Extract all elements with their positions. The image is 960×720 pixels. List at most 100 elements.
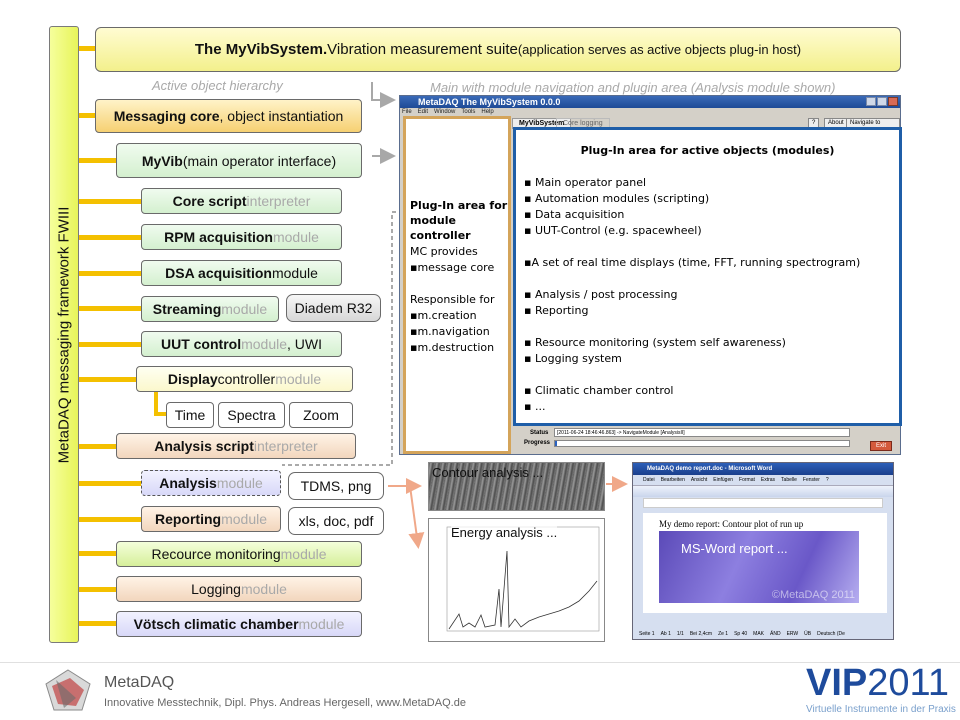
connector-rpm bbox=[79, 235, 141, 240]
mc-resp-0: ▪m.creation bbox=[410, 309, 477, 322]
module-voetsch: Vötsch climatic chamber module bbox=[116, 611, 362, 637]
plugin-item: ▪ Automation modules (scripting) bbox=[524, 192, 710, 205]
word-menu-item[interactable]: Extras bbox=[760, 477, 776, 483]
module-reporting-bold: Reporting bbox=[154, 511, 222, 527]
word-toolbar bbox=[633, 485, 893, 497]
framework-bar: MetaDAQ messaging framework FWIII bbox=[49, 26, 79, 643]
status-label: Status bbox=[530, 430, 549, 436]
module-rpm-bold: RPM acquisition bbox=[164, 229, 273, 245]
word-menu-item[interactable]: Datei bbox=[643, 477, 655, 483]
plugin-item: ▪A set of real time displays (time, FFT,… bbox=[524, 256, 861, 269]
plugin-item: ▪ Main operator panel bbox=[524, 176, 647, 189]
metadaq-logo-icon bbox=[45, 669, 91, 711]
module-reporting-grey: module bbox=[221, 511, 268, 527]
module-streaming-bold: Streaming bbox=[152, 301, 222, 317]
caption-hierarchy: Active object hierarchy bbox=[152, 78, 283, 93]
word-menu-item[interactable]: Format bbox=[739, 477, 755, 483]
word-ruler bbox=[643, 498, 883, 508]
module-messaging-core: Messaging core, object instantiation bbox=[95, 99, 362, 133]
module-myvib-bold: MyVib bbox=[141, 152, 183, 169]
vip-logo-bold: VIP bbox=[806, 662, 868, 704]
plugin-panel-title: Plug-In area for active objects (modules… bbox=[580, 144, 835, 157]
menu-item-file[interactable]: File bbox=[402, 109, 412, 115]
module-rpm-grey: module bbox=[272, 229, 319, 245]
module-analysis: Analysis module bbox=[141, 470, 281, 496]
side-box-diadem: Diadem R32 bbox=[286, 294, 381, 322]
mc-resp-2: ▪m.destruction bbox=[410, 341, 495, 354]
contour-image: Contour analysis ... bbox=[428, 462, 605, 511]
module-analysis-grey: module bbox=[216, 475, 263, 491]
display-zoom-box: Zoom bbox=[289, 402, 353, 428]
module-voetsch-bold: Vötsch climatic chamber bbox=[133, 616, 299, 632]
module-logging-rest: Logging bbox=[191, 581, 241, 597]
connector-myvib bbox=[79, 158, 116, 163]
module-analysis-script-bold: Analysis script bbox=[154, 438, 254, 454]
module-messaging-core-bold: Messaging core bbox=[113, 108, 220, 124]
word-menu-item[interactable]: Ansicht bbox=[690, 477, 708, 483]
menu-item-help[interactable]: Help bbox=[481, 109, 494, 115]
word-report-label: MS-Word report ... bbox=[681, 541, 788, 556]
module-resource-rest: Recource monitoring bbox=[151, 546, 281, 562]
module-analysis-script: Analysis script interpreter bbox=[116, 433, 356, 459]
word-watermark: ©MetaDAQ 2011 bbox=[771, 589, 855, 601]
exit-button[interactable]: Exit bbox=[870, 441, 893, 451]
plugin-item: ▪ Logging system bbox=[524, 352, 622, 365]
connector-analysis bbox=[79, 481, 141, 486]
module-dsa-bold: DSA acquisition bbox=[165, 265, 272, 281]
header-title-note: (application serves as active objects pl… bbox=[517, 42, 802, 57]
mc-panel-title: Plug-In area for module controller bbox=[410, 199, 508, 242]
module-analysis-bold: Analysis bbox=[159, 475, 217, 491]
mc-provides-0: ▪message core bbox=[410, 261, 495, 274]
module-resource-monitoring: Recource monitoring module bbox=[116, 541, 362, 567]
module-rpm-acquisition: RPM acquisition module bbox=[141, 224, 342, 250]
plugin-item: ▪ Data acquisition bbox=[524, 208, 625, 221]
menu-item-tools[interactable]: Tools bbox=[461, 109, 476, 115]
connector-dsa bbox=[79, 271, 141, 276]
module-logging: Logging module bbox=[116, 576, 362, 602]
status-value: [2011-06-24 18:46:46.863] -> NavigateMod… bbox=[554, 428, 850, 437]
menu-item-edit[interactable]: Edit bbox=[417, 109, 429, 115]
mc-panel: Plug-In area for module controller MC pr… bbox=[403, 116, 511, 454]
footer-subtitle: Innovative Messtechnik, Dipl. Phys. Andr… bbox=[104, 697, 466, 709]
footer-divider bbox=[0, 662, 960, 663]
module-core-script-grey: interpreter bbox=[246, 193, 311, 209]
connector-logging bbox=[79, 587, 116, 592]
connector-resource bbox=[79, 551, 116, 556]
close-icon[interactable] bbox=[888, 97, 898, 106]
word-menu-item[interactable]: Bearbeiten bbox=[660, 477, 685, 483]
module-display-grey: module bbox=[275, 371, 322, 387]
module-uut-tail: , UWI bbox=[287, 336, 323, 352]
menu-item-window[interactable]: Window bbox=[434, 109, 456, 115]
plugin-item: ▪ Resource monitoring (system self aware… bbox=[524, 336, 786, 349]
module-dsa-acquisition: DSA acquisition module bbox=[141, 260, 342, 286]
module-resource-grey: module bbox=[280, 546, 327, 562]
module-core-script: Core script interpreter bbox=[141, 188, 342, 214]
mc-resp-head: Responsible for bbox=[410, 293, 495, 306]
connector-header bbox=[79, 46, 95, 51]
word-contour-plot: MS-Word report ... ©MetaDAQ 2011 bbox=[659, 531, 859, 603]
app-window-title: MetaDAQ The MyVibSystem 0.0.0 bbox=[400, 96, 900, 108]
window-controls bbox=[866, 97, 898, 106]
module-uut-control: UUT control module, UWI bbox=[141, 331, 342, 357]
word-menu-item[interactable]: Einfügen bbox=[713, 477, 734, 483]
module-voetsch-grey: module bbox=[298, 616, 345, 632]
progress-bar bbox=[554, 440, 850, 447]
module-myvib-rest: (main operator interface) bbox=[182, 152, 337, 169]
word-menu-item[interactable]: Fenster bbox=[802, 477, 820, 483]
word-menu-item[interactable]: Tabelle bbox=[781, 477, 797, 483]
plugin-list: ▪ Main operator panel ▪ Automation modul… bbox=[524, 175, 894, 415]
word-doc-heading: My demo report: Contour plot of run up bbox=[659, 519, 804, 529]
minimize-icon[interactable] bbox=[866, 97, 876, 106]
vip-subtitle: Virtuelle Instrumente in der Praxis bbox=[806, 704, 956, 715]
vip-logo: VIP2011 bbox=[806, 664, 949, 702]
display-time-box: Time bbox=[166, 402, 214, 428]
module-core-script-bold: Core script bbox=[172, 193, 247, 209]
mc-resp-1: ▪m.navigation bbox=[410, 325, 490, 338]
maximize-icon[interactable] bbox=[877, 97, 887, 106]
module-streaming: Streaming module bbox=[141, 296, 279, 322]
module-uut-bold: UUT control bbox=[160, 336, 242, 352]
energy-image: Energy analysis ... bbox=[428, 518, 605, 642]
word-menu-item[interactable]: ? bbox=[825, 477, 829, 483]
connector-display-sub-h bbox=[154, 412, 168, 416]
